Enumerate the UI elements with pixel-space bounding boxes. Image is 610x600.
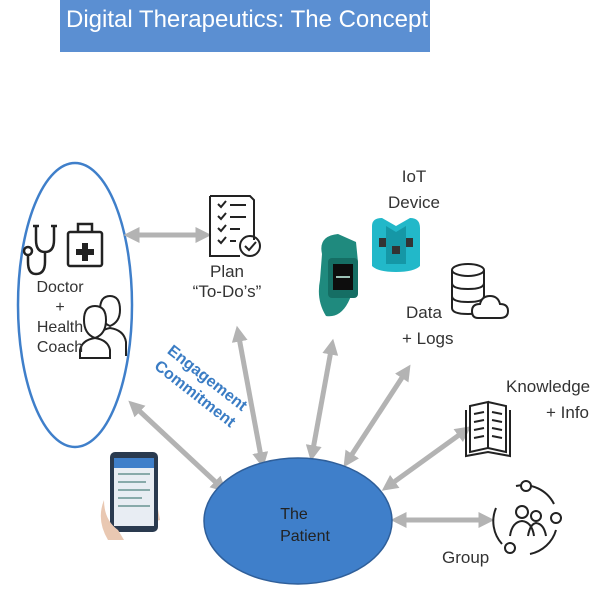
cloud-icon: [470, 294, 510, 319]
title-banner: Digital Therapeutics: The Concept: [60, 0, 430, 52]
arrow-data-patient: [343, 364, 411, 468]
iot-label: IoT Device: [376, 164, 452, 216]
plan-label: Plan “To-Do’s”: [172, 262, 282, 302]
doctor-coach-ellipse: [16, 161, 134, 449]
data-text: Data: [406, 303, 442, 322]
stethoscope-icon: [22, 224, 57, 276]
people-icon: [79, 294, 127, 359]
info-text: + Info: [546, 403, 590, 422]
coach-text: Coach: [36, 339, 84, 356]
device-text: Device: [388, 193, 440, 212]
patient-label: The Patient: [250, 504, 360, 548]
doctor-plus: +: [55, 299, 65, 316]
doctor-text: Doctor: [36, 279, 84, 296]
page-title: Digital Therapeutics: The Concept: [66, 6, 428, 33]
health-text: Health: [36, 319, 84, 336]
iot-text: IoT: [401, 167, 427, 186]
checklist-icon: [209, 195, 261, 257]
patient-ellipse: [203, 457, 393, 585]
knowledge-label: Knowledge + Info: [506, 374, 590, 426]
fitness-tracker-icon: [318, 234, 358, 317]
engagement-label-group: Engagement Commitment: [151, 342, 251, 431]
knowledge-text: Knowledge: [506, 377, 591, 396]
todos-text: “To-Do’s”: [192, 282, 262, 301]
group-label: Group: [442, 548, 490, 567]
patient-the-text: The: [280, 506, 308, 523]
group-icon: [492, 480, 562, 555]
arrow-plan-patient: [231, 325, 269, 469]
patient-text: Patient: [280, 528, 330, 545]
doctor-label: Doctor + Health Coach: [26, 278, 94, 358]
arrow-iot-patient: [305, 338, 339, 462]
iot-vest-icon: [372, 218, 420, 272]
arrow-doctor-patient: [128, 400, 227, 493]
phone-icon: [100, 452, 160, 540]
data-label: Data + Logs: [402, 300, 454, 352]
arrow-knowledge-patient: [381, 426, 472, 491]
book-icon: [465, 400, 511, 458]
medical-kit-icon: [66, 222, 104, 268]
logs-text: + Logs: [402, 329, 454, 348]
plan-text: Plan: [209, 262, 245, 281]
